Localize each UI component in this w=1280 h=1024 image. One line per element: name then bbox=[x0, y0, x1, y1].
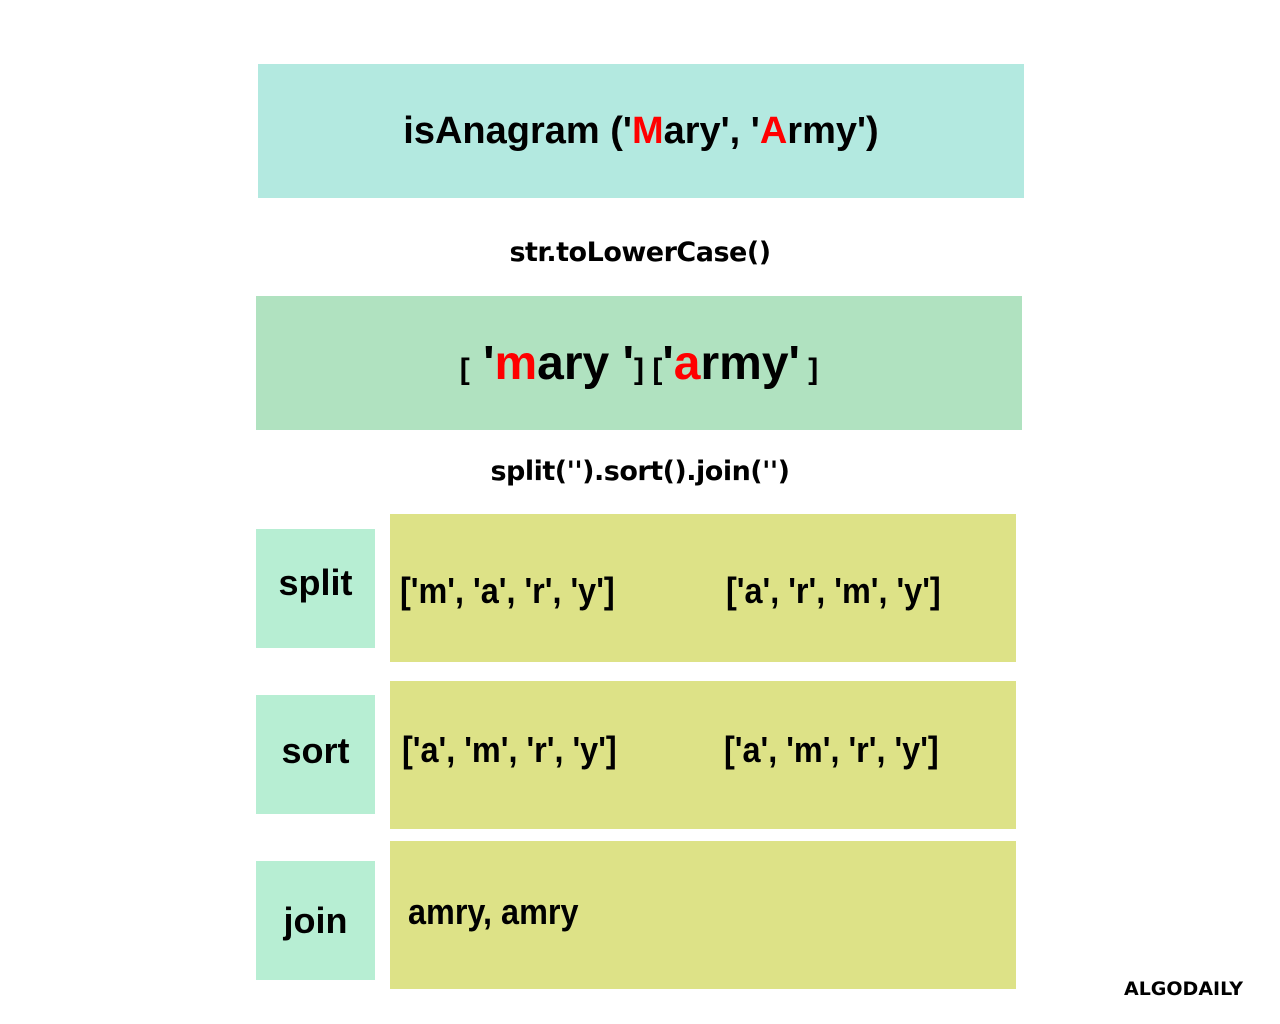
split-panel: ['m', 'a', 'r', 'y'] ['a', 'r', 'm', 'y'… bbox=[390, 514, 1016, 662]
title-text: isAnagram ('Mary', 'Army') bbox=[403, 109, 879, 152]
sort-panel: ['a', 'm', 'r', 'y'] ['a', 'm', 'r', 'y'… bbox=[390, 681, 1016, 829]
split-left-array: ['m', 'a', 'r', 'y'] bbox=[400, 570, 615, 611]
sort-left-array: ['a', 'm', 'r', 'y'] bbox=[402, 729, 617, 770]
join-result: amry, amry bbox=[408, 891, 579, 932]
lowercase-box: [ 'mary '] ['army' ] bbox=[256, 296, 1022, 430]
join-label: join bbox=[256, 861, 375, 980]
step-lowercase-label: str.toLowerCase() bbox=[509, 237, 771, 268]
split-label: split bbox=[256, 529, 375, 648]
lowercase-text: [ 'mary '] ['army' ] bbox=[459, 336, 819, 390]
step-split-sort-join-label: split('').sort().join('') bbox=[490, 456, 790, 487]
highlight-letter: A bbox=[759, 109, 788, 152]
highlight-letter: M bbox=[631, 109, 664, 152]
join-panel: amry, amry bbox=[390, 841, 1016, 989]
title-box: isAnagram ('Mary', 'Army') bbox=[258, 64, 1024, 198]
sort-label: sort bbox=[256, 695, 375, 814]
split-right-array: ['a', 'r', 'm', 'y'] bbox=[726, 570, 941, 611]
algodaily-logo: ALGODAILY bbox=[1124, 978, 1244, 1000]
sort-right-array: ['a', 'm', 'r', 'y'] bbox=[724, 729, 939, 770]
